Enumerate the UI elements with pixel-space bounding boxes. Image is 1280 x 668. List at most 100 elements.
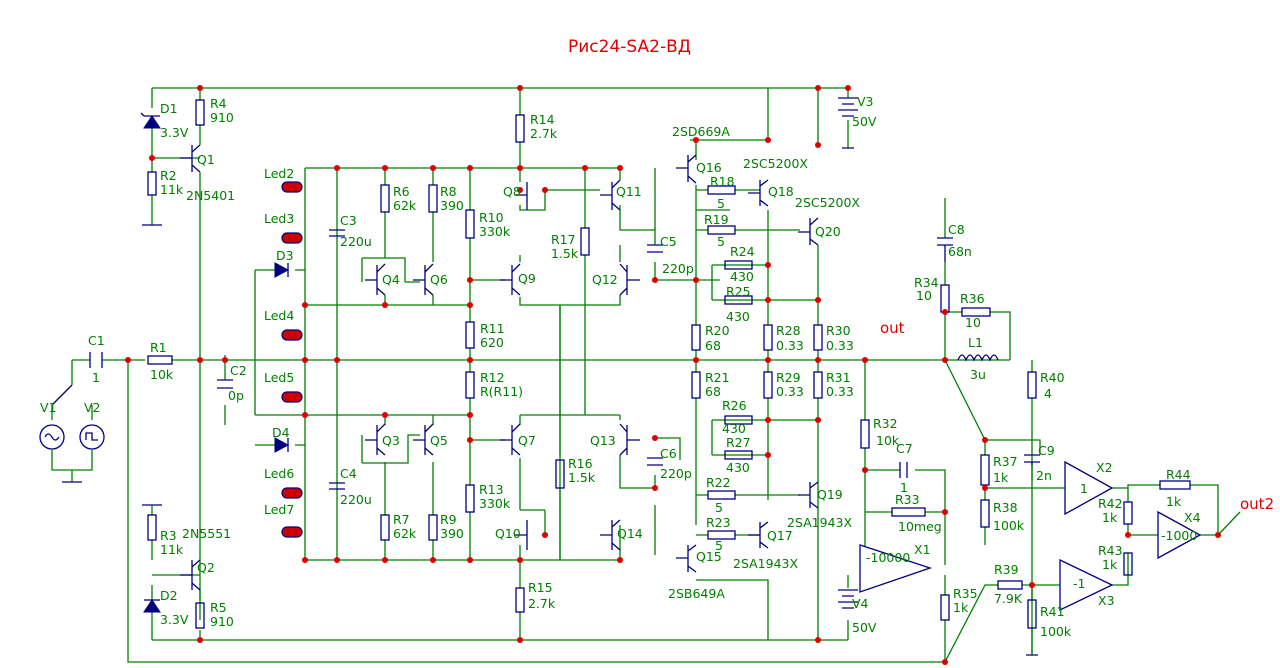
label-Led3: Led3 — [264, 211, 294, 226]
resistor-R8 — [428, 184, 438, 213]
resistor-R28 — [763, 324, 773, 351]
label-X2-gain: 1 — [1080, 481, 1088, 496]
led-Led4 — [281, 329, 303, 341]
label-R38: R38 — [993, 500, 1018, 515]
opamp-X4 — [1157, 510, 1202, 560]
label-C7: C7 — [896, 441, 913, 456]
resistor-R7 — [380, 514, 390, 541]
label-R19-value: 5 — [717, 234, 725, 249]
label-D3: D3 — [276, 248, 294, 263]
resistor-R11 — [465, 321, 475, 349]
label-Q13: Q13 — [590, 433, 616, 448]
junction-dot — [149, 155, 155, 161]
diagram-title: Рис24-SA2-ВД — [568, 37, 691, 57]
label-R40: R40 — [1040, 370, 1065, 385]
label-R30: R30 — [826, 323, 851, 338]
capacitor-C1 — [89, 352, 103, 368]
resistor-R38 — [980, 499, 990, 528]
label-R42-value: 1k — [1102, 510, 1118, 525]
label-X1: X1 — [914, 542, 931, 557]
label-R4: R4 — [210, 96, 227, 111]
resistor-R43 — [1123, 552, 1133, 576]
label-R37: R37 — [993, 454, 1018, 469]
transistor-Q20 — [798, 217, 819, 246]
label-C9: C9 — [1038, 443, 1055, 458]
label-Q19-type: 2SA1943X — [787, 515, 852, 530]
label-R43: R43 — [1098, 543, 1123, 558]
label-Q15: Q15 — [696, 549, 722, 564]
capacitor-C4 — [329, 482, 345, 490]
label-Q19: Q19 — [817, 487, 843, 502]
resistor-R10 — [465, 209, 475, 239]
resistor-R42 — [1123, 501, 1133, 525]
label-R1-value: 10k — [150, 367, 174, 382]
resistor-R22 — [707, 490, 736, 500]
label-Q17: Q17 — [767, 528, 793, 543]
label-Q11: Q11 — [616, 184, 642, 199]
junction-dot — [652, 485, 658, 491]
source-V1 — [39, 424, 65, 450]
resistor-R33 — [891, 507, 926, 517]
label-C1: C1 — [88, 333, 105, 348]
transistor-Q5 — [413, 423, 434, 456]
led-Led5 — [281, 391, 303, 403]
junction-dots — [125, 85, 1221, 665]
label-Led6: Led6 — [264, 466, 294, 481]
label-R13: R13 — [479, 482, 504, 497]
transistor-Q12 — [619, 263, 640, 296]
label-X1-gain: -10000 — [866, 550, 910, 565]
junction-dot — [1125, 532, 1131, 538]
label-R23-value: 5 — [715, 538, 723, 553]
resistor-R32 — [860, 419, 870, 449]
resistor-R13 — [465, 484, 475, 513]
label-R27-value: 430 — [726, 460, 750, 475]
transistor-Q9 — [500, 263, 521, 296]
label-R15: R15 — [528, 580, 553, 595]
label-D1-value: 3.3V — [160, 125, 189, 140]
resistor-R35 — [940, 594, 950, 621]
junction-dot — [862, 467, 868, 473]
label-out: out — [880, 319, 905, 337]
switch — [51, 384, 73, 406]
label-Q4: Q4 — [382, 272, 400, 287]
junction-dot — [302, 412, 308, 418]
junction-dot — [862, 357, 868, 363]
label-R4-value: 910 — [210, 110, 234, 125]
resistor-R3 — [147, 514, 157, 541]
junction-dot — [693, 357, 699, 363]
resistor-R27 — [724, 450, 753, 460]
resistor-R39 — [997, 580, 1023, 590]
label-R18-value: 5 — [717, 196, 725, 211]
label-R11: R11 — [480, 321, 505, 336]
label-R35-value: 1k — [953, 600, 969, 615]
transistor-Q8 — [515, 182, 528, 210]
junction-dot — [467, 437, 473, 443]
label-R40-value: 4 — [1044, 386, 1052, 401]
label-X3-gain: -1 — [1073, 576, 1085, 591]
resistor-R9 — [428, 514, 438, 541]
label-R33-value: 10meg — [898, 519, 942, 534]
resistor-R36 — [961, 307, 991, 317]
resistor-R34 — [940, 284, 950, 313]
junction-dot — [382, 412, 388, 418]
label-R34-value: 10 — [916, 288, 932, 303]
led-Led2 — [281, 181, 303, 193]
label-R22: R22 — [706, 475, 731, 490]
label-L1: L1 — [968, 335, 983, 350]
resistor-R17 — [580, 227, 590, 256]
label-R42: R42 — [1098, 496, 1123, 511]
label-R2-value: 11k — [160, 182, 184, 197]
label-C8: C8 — [948, 222, 965, 237]
label-V2: V2 — [84, 400, 101, 415]
label-R39: R39 — [994, 562, 1019, 577]
diodes — [140, 112, 303, 613]
junction-dot — [467, 277, 473, 283]
label-R41: R41 — [1040, 604, 1065, 619]
labels: D1 3.3V R4 910 Q1 R2 11k 2N5401 C1 1 R1 … — [40, 94, 1274, 639]
label-Led4: Led4 — [264, 308, 294, 323]
resistor-R12 — [465, 371, 475, 399]
label-R18: R18 — [710, 174, 735, 189]
junction-dot — [517, 637, 523, 643]
junction-dot — [765, 357, 771, 363]
